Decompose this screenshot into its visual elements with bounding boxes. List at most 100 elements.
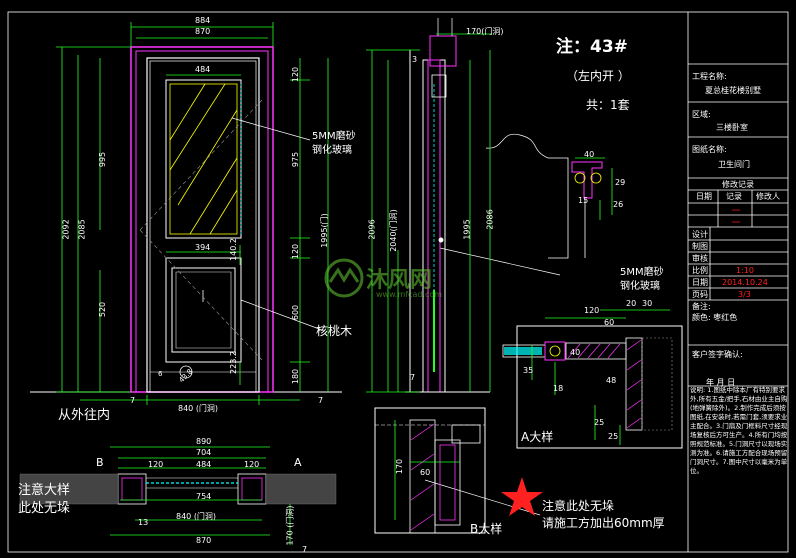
tb-sign-design: 设计 — [692, 230, 708, 239]
label-outside-in: 从外往内 — [58, 408, 111, 423]
label-sample-a: A大样 — [521, 430, 554, 444]
tb-drawing-label: 图纸名称: — [692, 145, 727, 154]
tb-remark-label: 备注: — [692, 302, 711, 311]
note-count: 共：1套 — [586, 98, 630, 112]
dim-a-18: 18 — [553, 384, 564, 393]
tb-drawing-value: 卫生间门 — [718, 160, 750, 169]
dim-b-170: 170 — [395, 458, 405, 475]
dim-plan-840: 840 (门洞) — [176, 512, 217, 521]
dim-sec-2040: 2040(门洞) — [388, 209, 398, 252]
dim-r-1402: 140.2 — [228, 238, 238, 261]
label-glass-lower: 5MM磨砂 钢化玻璃 — [620, 267, 664, 292]
dim-opening-840: 840 (门洞) — [178, 404, 219, 413]
dim-a-25b: 25 — [608, 432, 619, 441]
tb-sign-draw: 制图 — [692, 242, 708, 251]
door-elevation — [30, 46, 342, 393]
dim-elev-870: 870 — [195, 27, 211, 36]
tb-sign-page-value: 3/3 — [738, 290, 751, 299]
label-attention-right: 注意此处无垛 请施工方加出60mm厚 — [542, 499, 665, 530]
dim-a-120: 120 — [584, 306, 600, 315]
label-walnut: 核桃木 — [316, 324, 353, 338]
dim-r-2232: 223.2 — [228, 351, 238, 374]
dim-glass-484: 484 — [195, 65, 211, 74]
dim-b-60: 60 — [420, 468, 431, 477]
dim-a-48: 48 — [606, 376, 617, 385]
dim-d-26: 26 — [613, 200, 624, 209]
watermark-url: www.mfcad.com — [376, 290, 443, 299]
dim-sec-7: 7 — [410, 373, 416, 382]
leader-lines — [90, 117, 561, 516]
tb-sign-review: 审核 — [692, 254, 708, 263]
dim-sec-1995: 1995 — [462, 219, 472, 240]
label-sample-b: B大样 — [470, 522, 503, 536]
tb-date-label: 年 月 日 — [706, 378, 736, 387]
dim-elev-884: 884 — [195, 16, 211, 25]
dim-plan-170: 170 (门洞) — [285, 505, 295, 546]
dim-plan-120a: 120 — [148, 460, 164, 469]
dim-right-7: 7 — [318, 396, 324, 405]
tb-sign-scale-value: 1:10 — [736, 266, 754, 275]
dim-d-15: 15 — [578, 196, 589, 205]
dim-d-29: 29 — [615, 178, 626, 187]
title-block-values — [732, 209, 740, 223]
dim-plan-13: 13 — [138, 518, 149, 527]
dim-a-30: 30 — [642, 299, 653, 308]
note-title: 注：43# — [556, 37, 628, 57]
dim-sec-2086: 2086 — [485, 209, 495, 230]
red-star-icon — [501, 477, 543, 516]
tb-rev-col-record: 记录 — [726, 192, 742, 201]
watermark-text: 沐风网 — [366, 268, 433, 293]
detail-b — [374, 407, 486, 534]
dim-right-975: 975 — [291, 151, 301, 168]
tb-sign-page: 页码 — [692, 290, 708, 299]
tb-color-label: 颜色: 枣红色 — [692, 313, 738, 322]
tb-sign-date-value: 2014.10.24 — [722, 278, 768, 287]
dim-right-120a: 120 — [291, 66, 301, 83]
dim-plan-754: 754 — [196, 492, 212, 501]
tb-rev-header: 修改记录 — [722, 180, 754, 189]
mark-b: B — [96, 456, 104, 469]
dim-right-600: 600 — [291, 304, 301, 321]
dim-a-35: 35 — [523, 366, 534, 375]
dim-d-40: 40 — [584, 150, 595, 159]
watermark-logo — [324, 258, 364, 298]
dim-a-40: 40 — [570, 348, 581, 357]
dim-right-1995: 1995(门) — [319, 213, 329, 248]
tb-project-label: 工程名称: — [692, 72, 727, 81]
dim-right-120b: 120 — [291, 243, 301, 260]
dim-a-20: 20 — [626, 299, 637, 308]
title-block — [7, 11, 789, 553]
mark-3: 3 — [412, 55, 418, 64]
label-glass-upper: 5MM磨砂 钢化玻璃 — [312, 131, 356, 156]
door-section — [405, 18, 490, 393]
dim-a-25: 25 — [594, 418, 605, 427]
label-attention-left: 注意大样 此处无垛 — [18, 483, 71, 516]
dim-plan-890: 890 — [196, 437, 212, 446]
dim-h-2085: 2085 — [77, 219, 87, 240]
tb-client-label: 客户签字确认: — [692, 350, 743, 359]
tb-rev-col-date: 日期 — [696, 192, 712, 201]
dim-right-180: 180 — [291, 368, 301, 385]
tb-sign-scale: 比例 — [692, 266, 708, 275]
note-open-direction: （左内开 ） — [566, 69, 630, 83]
dim-h-2092: 2092 — [61, 219, 71, 240]
tb-area-label: 区域: — [692, 110, 711, 119]
dim-sec-2096: 2096 — [367, 219, 377, 240]
tb-area-value: 三楼卧室 — [716, 123, 748, 132]
mark-a: A — [294, 456, 302, 469]
dim-h-995: 995 — [98, 151, 108, 168]
dim-plan-7: 7 — [302, 545, 308, 554]
plan-view — [19, 446, 337, 545]
dim-a-60: 60 — [604, 318, 615, 327]
tb-notes: 说明: 1.图纸中除本厂有特别要求外,所有五金/把手,石材由业主自购(地弹簧除外… — [690, 386, 788, 475]
dim-plan-120b: 120 — [244, 460, 260, 469]
dim-plan-870: 870 — [196, 536, 212, 545]
detail-a — [502, 309, 683, 449]
section-dimensions — [366, 33, 492, 393]
dim-plan-704: 704 — [196, 448, 212, 457]
dim-top-170: 170(门洞) — [466, 27, 504, 36]
dim-left-7: 7 — [130, 396, 136, 405]
dim-r-6: 6 — [158, 370, 163, 378]
tb-sign-date: 日期 — [692, 278, 708, 287]
